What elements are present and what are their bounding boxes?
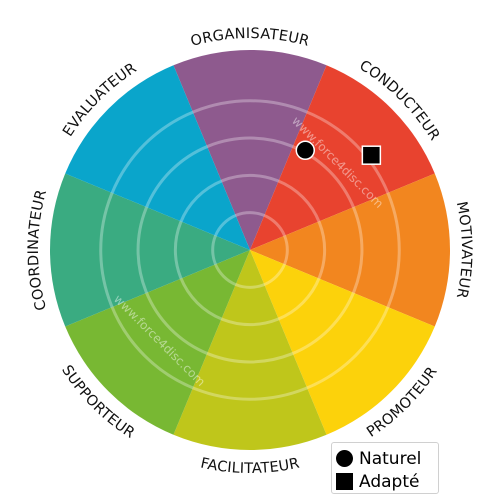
- ring-4: [99, 99, 401, 401]
- circle-marker-icon: [336, 450, 353, 467]
- segment-supporteur: [65, 250, 250, 435]
- marker-naturel: [295, 140, 316, 161]
- ring-2: [173, 173, 327, 327]
- ring-3: [136, 136, 364, 364]
- segment-motivateur: [250, 173, 450, 327]
- wheel-rings: [99, 99, 401, 401]
- segment-promoteur: [250, 250, 435, 435]
- marker-adapte: [361, 145, 382, 165]
- legend-item-naturel: Naturel: [336, 447, 438, 470]
- data-markers: [295, 140, 382, 165]
- segment-conducteur: [250, 65, 435, 250]
- label-organisateur: ORGANISATEUR: [189, 26, 311, 50]
- label-motivateur: MOTIVATEUR: [453, 200, 474, 300]
- segment-evaluateur: [65, 65, 250, 250]
- wheel-segments: [50, 50, 450, 450]
- label-facilitateur: FACILITATEUR: [199, 456, 301, 477]
- segment-coordinateur: [50, 173, 251, 327]
- segment-facilitateur: [173, 250, 327, 450]
- legend-label-adapte: Adapté: [359, 471, 420, 492]
- legend: Naturel Adapté: [331, 442, 439, 494]
- legend-label-naturel: Naturel: [359, 448, 422, 469]
- segment-organisateur: [173, 50, 327, 251]
- legend-item-adapte: Adapté: [336, 470, 438, 493]
- ring-1: [211, 211, 289, 289]
- label-coordinateur: COORDINATEUR: [26, 188, 50, 312]
- square-marker-icon: [336, 473, 353, 490]
